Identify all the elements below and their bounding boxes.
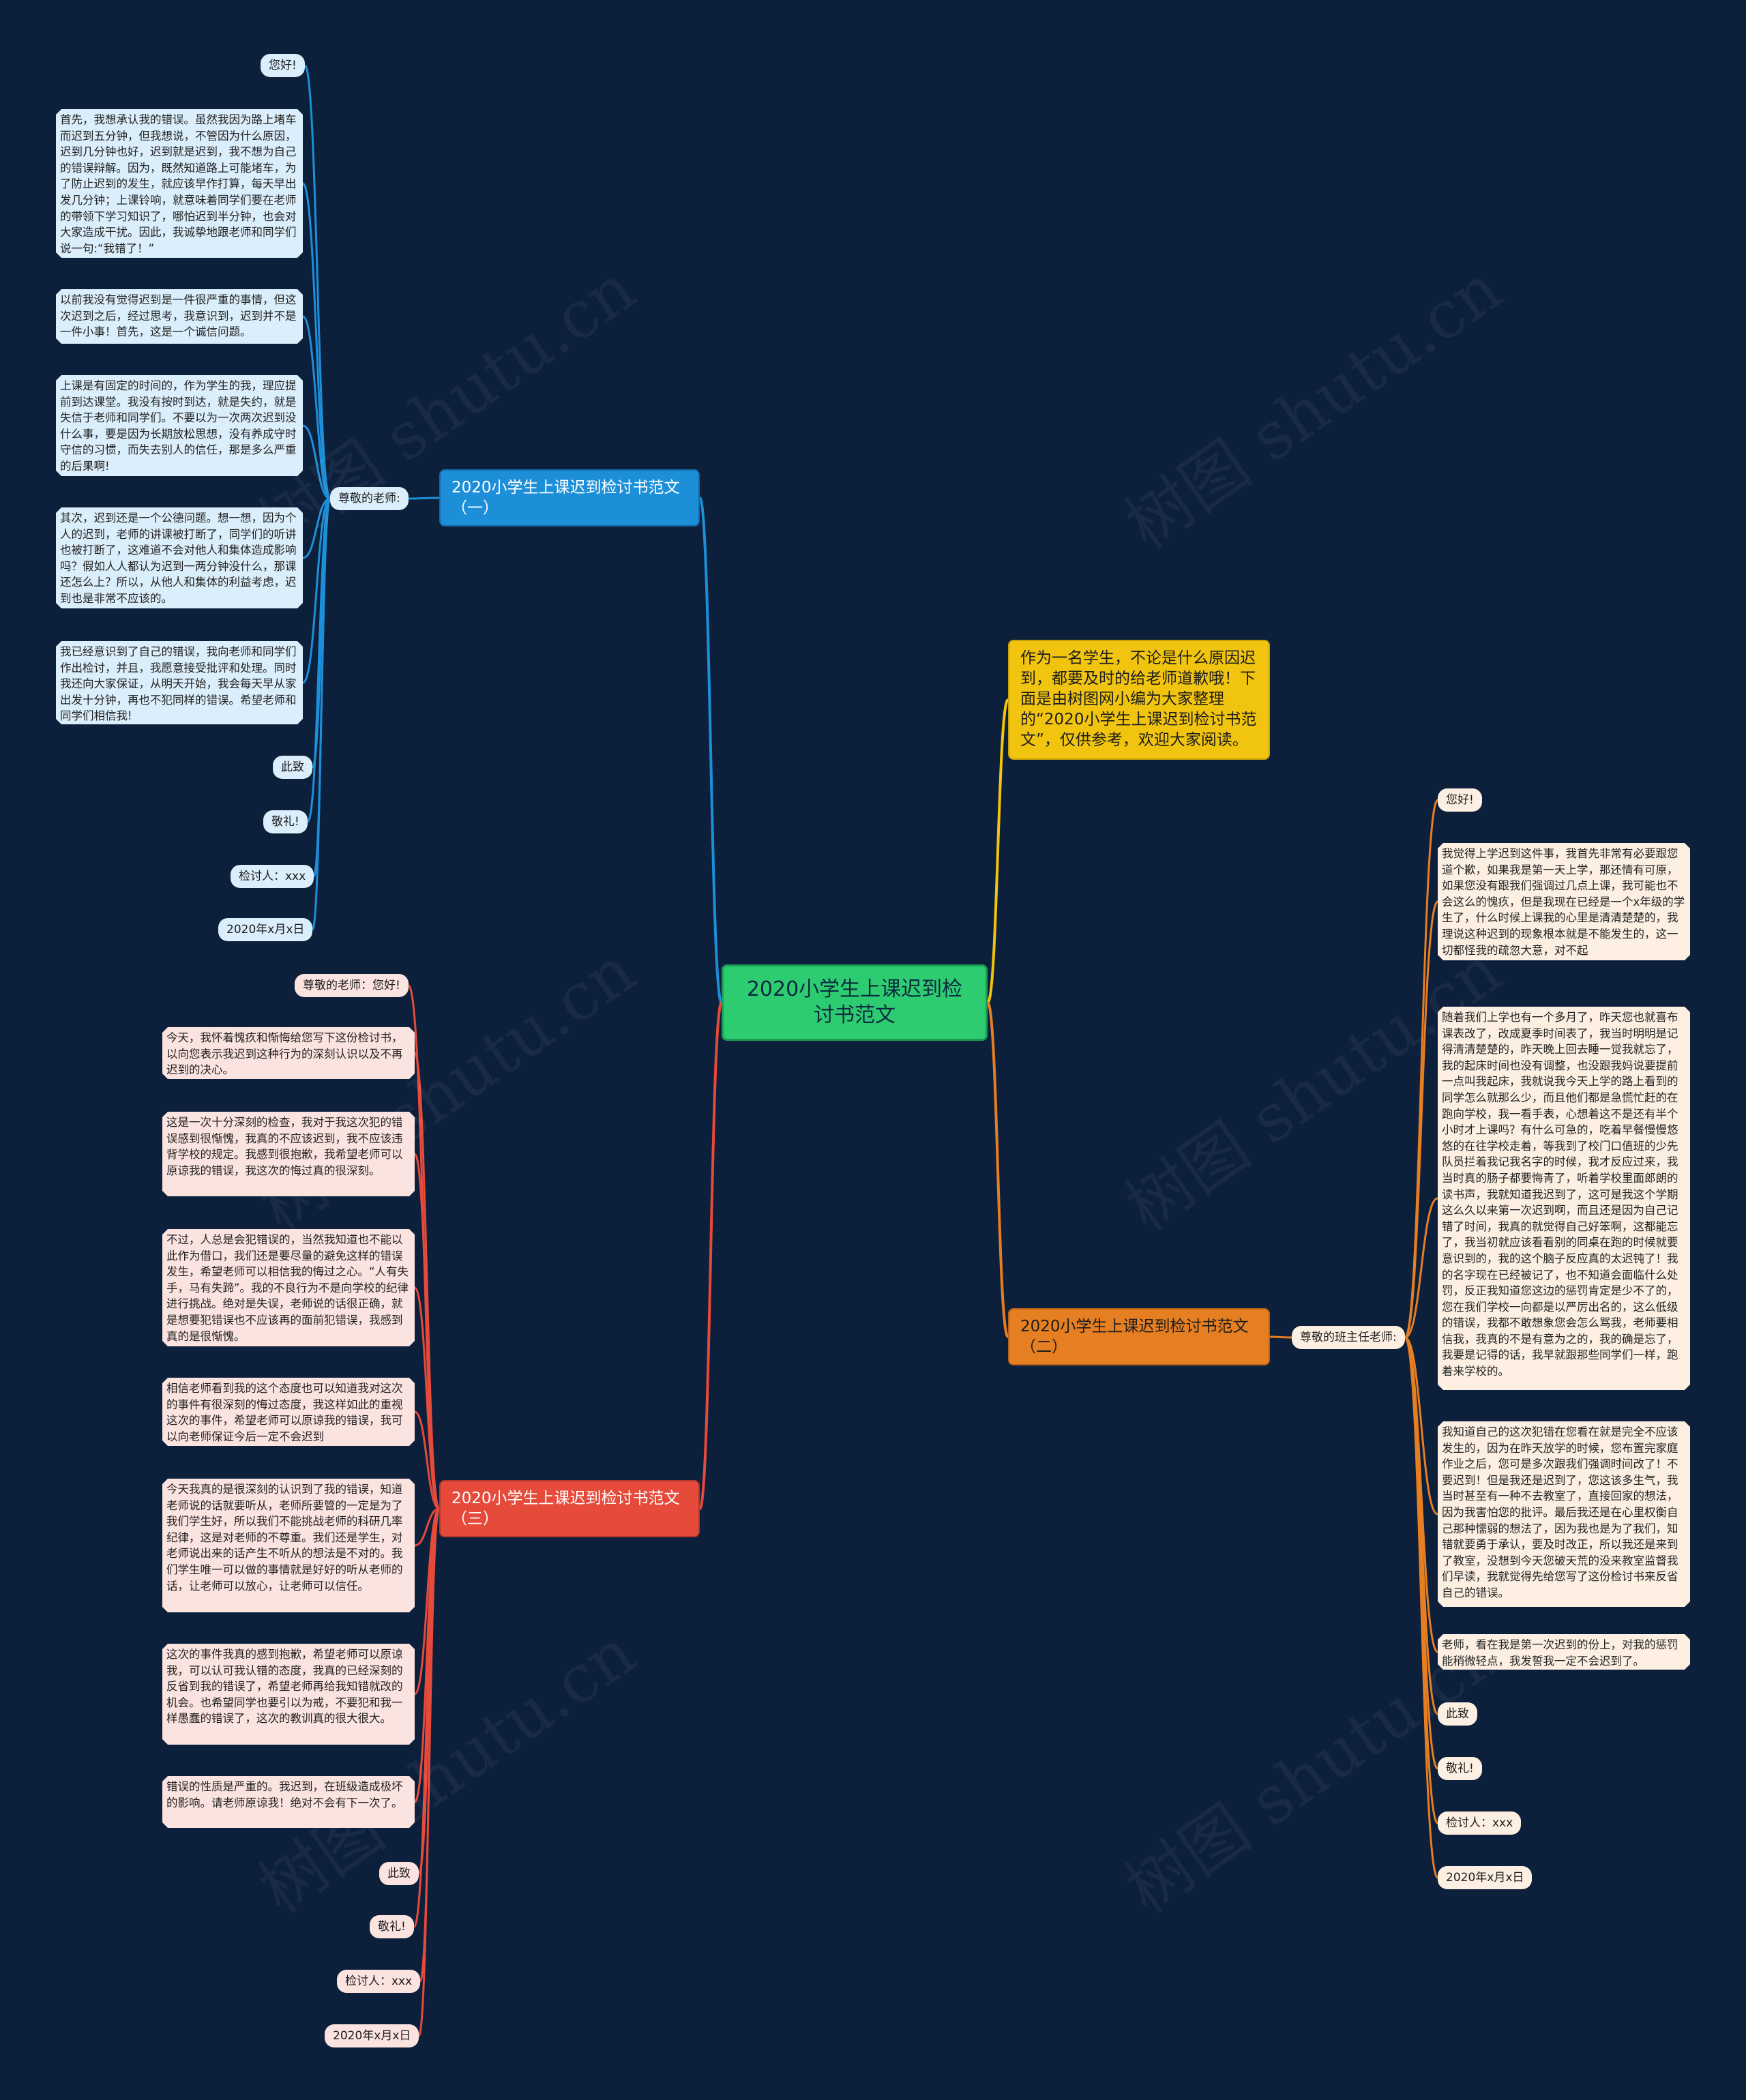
branch-three-paragraph[interactable]: 不过，人总是会犯错误的，当然我知道也不能以此作为借口，我们还是要尽量的避免这样的… [162, 1229, 415, 1346]
branch-one-salutation[interactable]: 尊敬的老师: [330, 487, 409, 510]
connector-branch-one-child [304, 64, 331, 500]
branch-three-signer[interactable]: 检讨人：xxx [337, 1970, 421, 1993]
branch-three-paragraph[interactable]: 今天，我怀着愧疚和惭悔给您写下这份检讨书，以向您表示我迟到这种行为的深刻认识以及… [162, 1027, 415, 1079]
branch-two-salute[interactable]: 敬礼! [1438, 1757, 1482, 1780]
connector-branch-one-child [306, 497, 331, 823]
connector-branch-three-child [414, 1410, 440, 1510]
branch-one-paragraph[interactable]: 以前我没有觉得迟到是一件很严重的事情，但这次迟到之后，经过思考，我意识到，迟到并… [56, 289, 303, 344]
connector-branch-one-child [301, 497, 331, 684]
connector-branch-one-child [301, 182, 331, 500]
connector-branch-three-child [414, 1507, 440, 1547]
connector-root-intro [986, 698, 1009, 1004]
branch-one-paragraph[interactable]: 上课是有固定的时间的，作为学生的我，理应提前到达课堂。我没有按时到达，就是失约，… [56, 375, 303, 476]
connector-branch-one-salutation [408, 497, 440, 500]
branch-one-signer[interactable]: 检讨人：xxx [231, 865, 314, 888]
branch-three-salute[interactable]: 敬礼! [370, 1915, 414, 1938]
connector-branch-three-child [413, 1286, 441, 1510]
branch-three-paragraph[interactable]: 相信老师看到我的这个态度也可以知道我对这次的事件有很深刻的悔过态度，我这样如此的… [162, 1378, 415, 1446]
branch-one-closing[interactable]: 此致 [273, 756, 312, 779]
connector-root-branch-two [986, 1001, 1009, 1338]
branch-three-closing[interactable]: 此致 [379, 1862, 419, 1885]
branch-two-paragraph[interactable]: 我觉得上学迟到这件事，我首先非常有必要跟您道个歉，如果我是第一天上学，那还情有可… [1438, 843, 1690, 960]
connector-branch-one-child [302, 497, 331, 559]
branch-three-salutation[interactable]: 尊敬的老师：您好! [295, 974, 409, 997]
root-topic[interactable]: 2020小学生上课迟到检讨书范文 [722, 964, 988, 1041]
branch-two-closing[interactable]: 此致 [1438, 1702, 1477, 1726]
branch-three-date[interactable]: 2020年x月x日 [325, 2024, 419, 2047]
branch-three-paragraph[interactable]: 错误的性质是严重的。我迟到，在班级造成极坏的影响。请老师原谅我！绝对不会有下一次… [162, 1776, 415, 1828]
intro-note[interactable]: 作为一名学生，不论是什么原因迟到，都要及时的给老师道歉哦！下面是由树图网小编为大… [1008, 640, 1270, 760]
branch-three-paragraph[interactable]: 这是一次十分深刻的检查，我对于我这次犯的错误感到很惭愧，我真的不应该迟到，我不应… [162, 1112, 415, 1196]
branch-two-paragraph[interactable]: 我知道自己的这次犯错在您看在就是完全不应该发生的，因为在昨天放学的时候，您布置完… [1438, 1421, 1690, 1607]
branch-one-paragraph[interactable]: 我已经意识到了自己的错误，我向老师和同学们作出检讨，并且，我愿意接受批评和处理。… [56, 641, 303, 724]
branch-one-paragraph[interactable]: 其次，迟到还是一个公德问题。想一想，因为个人的迟到，老师的讲课被打断了，同学们的… [56, 507, 303, 608]
connector-branch-three-child [413, 1507, 441, 1928]
branch-one-paragraph[interactable]: 首先，我想承认我的错误。虽然我因为路上堵车而迟到五分钟，但我想说，不管因为什么原… [56, 109, 303, 258]
branch-one-salute[interactable]: 敬礼! [263, 810, 308, 833]
branch-two-signer[interactable]: 检讨人：xxx [1438, 1811, 1522, 1835]
connector-branch-one-child [302, 315, 331, 500]
connector-branch-three-child [417, 1507, 441, 2037]
connector-branch-two-child [1404, 1336, 1438, 1515]
branch-three-title[interactable]: 2020小学生上课迟到检讨书范文（三） [439, 1480, 700, 1537]
branch-two-greeting[interactable]: 您好! [1438, 788, 1482, 812]
branch-one-greeting[interactable]: 您好! [261, 54, 305, 77]
connector-branch-two-child [1404, 900, 1439, 1339]
connector-branch-one-child [311, 497, 331, 931]
connector-branch-three-child [413, 1153, 441, 1510]
branch-two-salutation[interactable]: 尊敬的班主任老师: [1292, 1326, 1405, 1349]
branch-one-date[interactable]: 2020年x月x日 [218, 918, 313, 941]
branch-two-date[interactable]: 2020年x月x日 [1438, 1866, 1533, 1889]
branch-three-paragraph[interactable]: 这次的事件我真的感到抱歉，希望老师可以原谅我，可以认可我认错的态度，我真的已经深… [162, 1644, 415, 1745]
branch-two-paragraph[interactable]: 老师，看在我是第一次迟到的份上，对我的惩罚能稍微轻点，我发誓我一定不会迟到了。 [1438, 1634, 1690, 1670]
connector-branch-two-child [1404, 1197, 1438, 1339]
connector-root-branch-one [698, 497, 723, 1004]
connector-branch-two-child [1404, 1336, 1439, 1879]
branch-two-title[interactable]: 2020小学生上课迟到检讨书范文（二） [1008, 1308, 1270, 1365]
connector-branch-one-child [302, 424, 331, 500]
branch-three-paragraph[interactable]: 今天我真的是很深刻的认识到了我的错误，知道老师说的话就要听从，老师所要管的一定是… [162, 1479, 415, 1612]
connector-root-branch-three [698, 1001, 723, 1510]
branch-two-paragraph[interactable]: 随着我们上学也有一个多月了，昨天您也就喜布课表改了，改成夏季时间表了，我当时明明… [1438, 1007, 1690, 1390]
branch-one-title[interactable]: 2020小学生上课迟到检讨书范文（一） [439, 469, 700, 527]
